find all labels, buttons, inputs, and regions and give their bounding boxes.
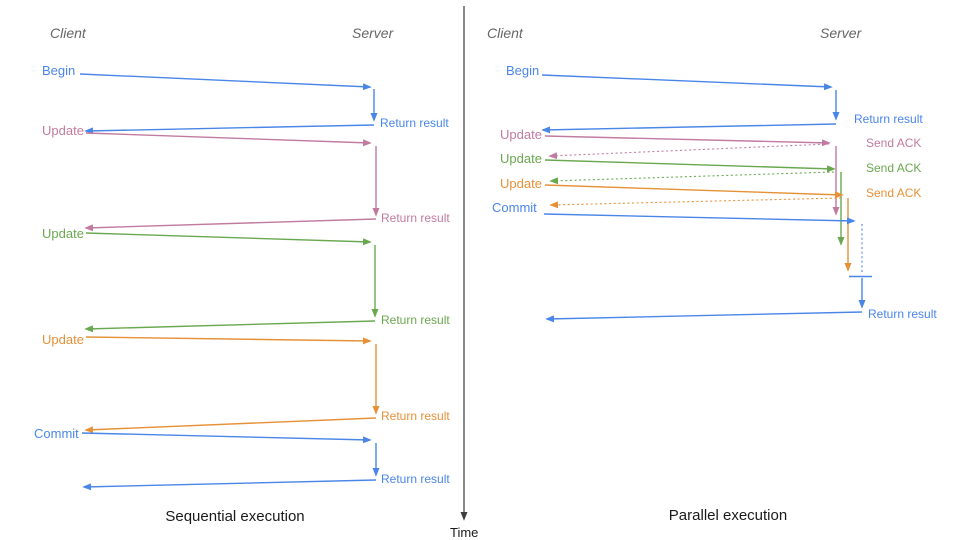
par-begin-response-arrow [541, 123, 837, 134]
par-update3-request-arrow [544, 184, 844, 199]
seq-update2-label: Update [42, 226, 84, 241]
par-commit-request-arrow [543, 213, 856, 225]
seq-update2-response-arrow [84, 320, 376, 333]
time-axis: Time [450, 6, 478, 540]
seq-commit: Commit Return result [34, 426, 450, 491]
par-update1-label: Update [500, 127, 542, 142]
left-server-header: Server [352, 25, 395, 41]
par-begin: Begin Return result [506, 63, 923, 134]
seq-update3-request-arrow [85, 336, 372, 345]
seq-begin-response-label: Return result [380, 116, 449, 130]
time-axis-label: Time [450, 525, 478, 540]
par-update2-response-label: Send ACK [866, 161, 921, 175]
par-commit-label: Commit [492, 200, 537, 215]
seq-update1-label: Update [42, 123, 84, 138]
par-begin-label: Begin [506, 63, 539, 78]
seq-update1: Update Return result [42, 123, 450, 232]
par-update2: Update Send ACK [500, 151, 921, 246]
seq-update2-response-label: Return result [381, 313, 450, 327]
seq-commit-request-arrow [81, 432, 372, 444]
par-commit-response-arrow [545, 311, 863, 323]
seq-update3: Update Return result [42, 332, 450, 434]
seq-begin: Begin Return result [42, 63, 449, 135]
seq-begin-response-arrow [84, 124, 375, 135]
seq-begin-label: Begin [42, 63, 75, 78]
par-update2-request-arrow [544, 159, 836, 173]
par-update1-ack-dotted-arrow [548, 143, 830, 160]
left-client-header: Client [50, 25, 87, 41]
par-update2-label: Update [500, 151, 542, 166]
seq-update3-response-label: Return result [381, 409, 450, 423]
parallel-caption: Parallel execution [669, 507, 787, 524]
par-update1-request-arrow [544, 135, 831, 147]
seq-update1-response-arrow [84, 218, 377, 232]
par-begin-request-arrow [541, 74, 833, 91]
sequential-caption: Sequential execution [165, 508, 304, 525]
seq-update2-request-arrow [85, 232, 372, 246]
par-update3: Update Send ACK [500, 176, 921, 272]
par-begin-response-label: Return result [854, 112, 923, 126]
par-update3-ack-dotted-arrow [549, 197, 842, 209]
par-update3-response-label: Send ACK [866, 186, 921, 200]
par-commit: Commit Return result [492, 200, 937, 323]
right-server-header: Server [820, 25, 863, 41]
par-commit-response-label: Return result [868, 307, 937, 321]
seq-update3-response-arrow [84, 417, 377, 434]
sequential-diagram: Client Server Begin Return result Update… [34, 25, 450, 525]
parallel-diagram: Client Server Begin Return result Update… [487, 25, 937, 524]
seq-commit-label: Commit [34, 426, 79, 441]
seq-begin-request-arrow [79, 73, 372, 91]
seq-commit-response-label: Return result [381, 472, 450, 486]
par-update2-ack-dotted-arrow [549, 171, 835, 185]
seq-update1-request-arrow [85, 132, 372, 147]
par-update1: Update Send ACK [500, 127, 921, 216]
right-client-header: Client [487, 25, 524, 41]
seq-update3-label: Update [42, 332, 84, 347]
seq-commit-response-arrow [82, 479, 377, 491]
seq-update1-response-label: Return result [381, 211, 450, 225]
par-update1-response-label: Send ACK [866, 136, 921, 150]
seq-update2: Update Return result [42, 226, 450, 333]
par-update3-label: Update [500, 176, 542, 191]
